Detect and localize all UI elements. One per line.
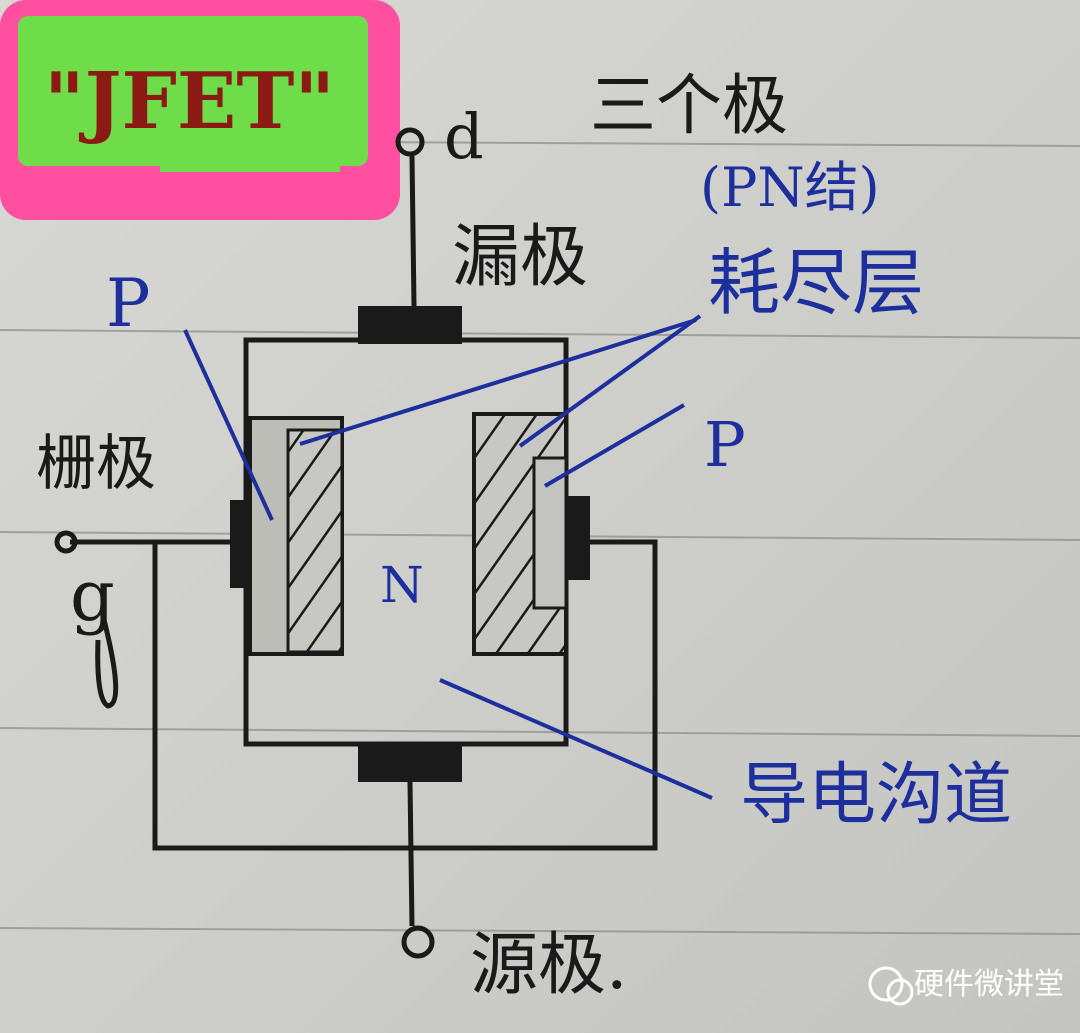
drain-lead [409, 155, 417, 307]
drain-label: 漏极 [452, 218, 588, 297]
source-lead [407, 781, 415, 927]
gate-symbol-tail [95, 611, 119, 709]
source-label: 源极. [470, 926, 628, 1005]
pn-junction-label: (PN结) [700, 156, 880, 219]
watermark: 硬件微讲堂 [868, 966, 1064, 1006]
source-contact [358, 746, 462, 782]
depletion-layer-label: 耗尽层 [708, 241, 924, 325]
p-region-right-depletion [532, 456, 568, 610]
p-region-left [286, 428, 344, 654]
title-text: "JFET" [44, 56, 335, 147]
p-label-left: P [106, 265, 150, 342]
wechat-icon [868, 966, 904, 1002]
gate-contact-right [566, 496, 590, 580]
watermark-text: 硬件微讲堂 [914, 967, 1064, 1002]
gate-symbol: g [70, 555, 115, 637]
source-terminal [401, 925, 435, 959]
drain-contact [358, 306, 462, 344]
drain-terminal [395, 127, 425, 157]
heading-three-terminals: 三个极 [590, 67, 788, 144]
n-region-label: N [380, 556, 424, 614]
drain-symbol: d [444, 100, 484, 173]
p-label-right: P [704, 408, 746, 481]
title-highlight [0, 0, 400, 220]
gate-contact-left [230, 500, 252, 588]
annotation-lines [183, 314, 713, 800]
gate-loop-wire [152, 539, 658, 851]
channel-label: 导电沟道 [740, 756, 1012, 835]
gate-terminal [54, 530, 78, 554]
gate-label: 栅极 [36, 429, 156, 499]
